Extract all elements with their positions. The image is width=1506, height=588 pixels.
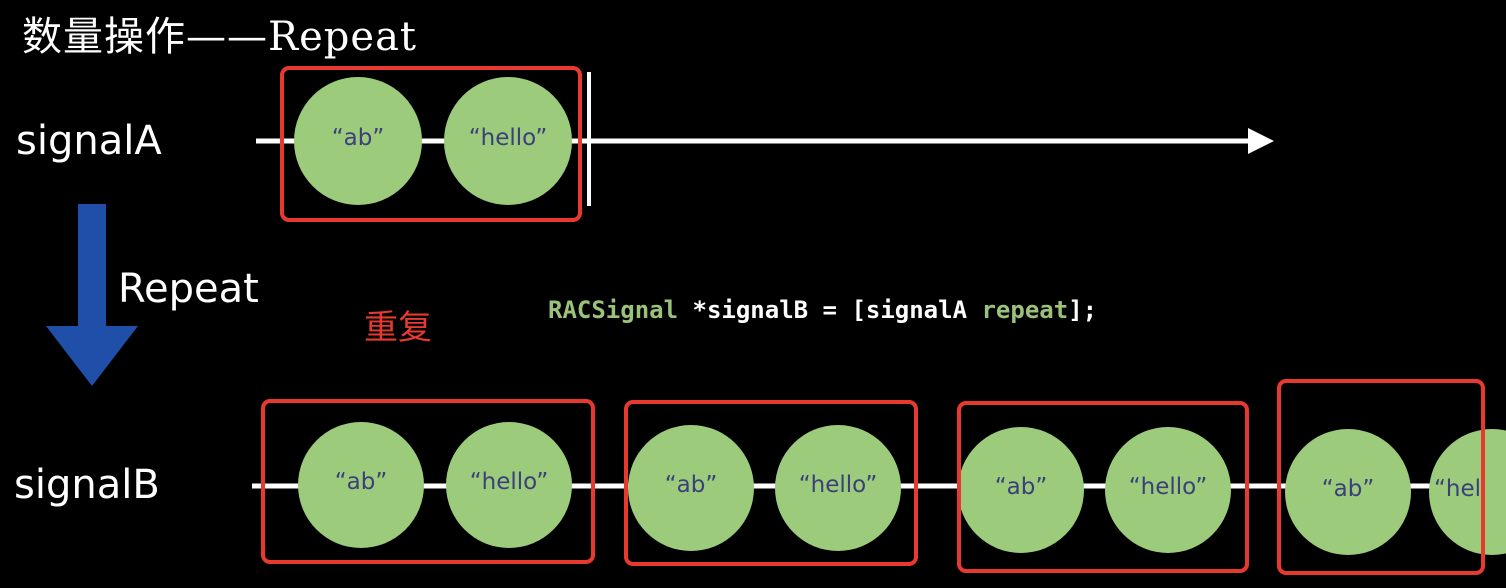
marble-value: “hello”	[799, 472, 878, 498]
marble-value: “ab”	[995, 474, 1048, 500]
marble-value: “ab”	[665, 472, 718, 498]
code-end: ];	[1068, 296, 1098, 324]
signal-b-label: signalB	[14, 462, 160, 508]
code-mid: *signalB = [signalA	[678, 296, 982, 324]
marble-circle	[1429, 429, 1506, 555]
marble-circle	[628, 425, 754, 551]
operator-down-arrow-icon	[46, 204, 138, 386]
marble-value: “ab”	[1322, 476, 1375, 502]
signal-a-highlight-box	[280, 66, 582, 222]
marble-circle	[298, 422, 424, 548]
signal-b-marble: “ab”	[628, 425, 754, 551]
marble-value: “ab”	[335, 469, 388, 495]
signal-a-marble: “hello”	[444, 77, 572, 205]
signal-b-marble: “hello”	[446, 422, 572, 548]
signal-b-highlight-box	[624, 400, 918, 566]
marble-circle	[775, 425, 901, 551]
code-type-name: RACSignal	[548, 296, 679, 324]
signal-b-highlight-box	[957, 401, 1249, 573]
code-snippet: RACSignal *signalB = [signalA repeat];	[548, 296, 1097, 324]
operator-label: Repeat	[118, 266, 259, 312]
marble-circle	[1285, 429, 1411, 555]
marble-circle	[444, 77, 572, 205]
marble-circle	[1105, 427, 1231, 553]
signal-b-marble: “hel	[1429, 429, 1506, 555]
signal-b-marble: “hello”	[1105, 427, 1231, 553]
signal-b-marble: “ab”	[298, 422, 424, 548]
timeline-arrowhead-icon	[1248, 128, 1274, 154]
signal-b-marble: “ab”	[1285, 429, 1411, 555]
marble-circle	[958, 427, 1084, 553]
marble-value: “hel	[1434, 476, 1481, 502]
marble-circle	[294, 77, 422, 205]
signal-b-highlight-box	[1277, 379, 1485, 575]
signal-b-marble: “hello”	[775, 425, 901, 551]
slide-title: 数量操作——Repeat	[22, 14, 417, 60]
marble-value: “hello”	[470, 469, 549, 495]
signal-a-label: signalA	[16, 118, 162, 164]
marble-value: “hello”	[1129, 474, 1208, 500]
signal-b-marble: “ab”	[958, 427, 1084, 553]
marble-value: “ab”	[332, 125, 385, 151]
signal-b-highlight-box	[261, 399, 595, 564]
marble-circle	[446, 422, 572, 548]
code-method: repeat	[981, 296, 1069, 324]
repeat-annotation: 重复	[364, 308, 432, 348]
signal-a-marble: “ab”	[294, 77, 422, 205]
marble-value: “hello”	[469, 125, 548, 151]
